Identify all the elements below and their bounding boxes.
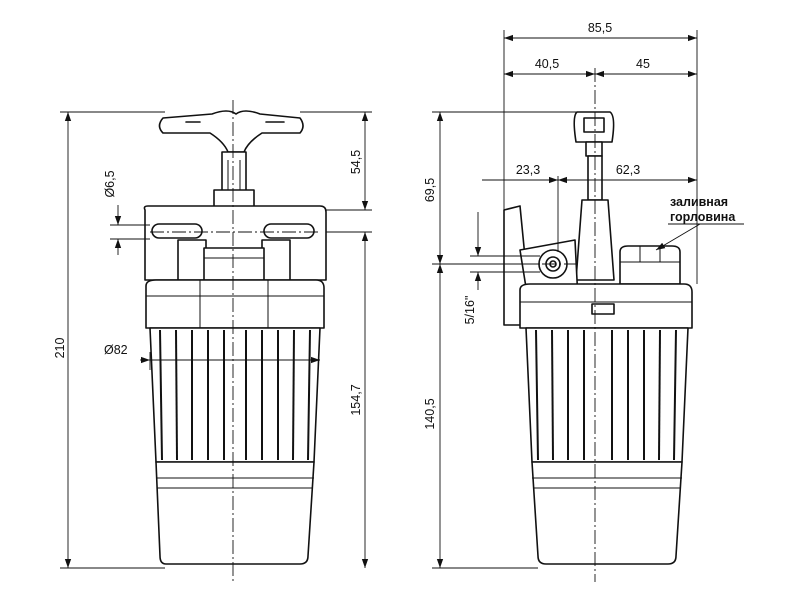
dim-body-height: 154,7 [349, 384, 363, 415]
dim-left-part: 40,5 [535, 57, 559, 71]
dim-offset-left: 23,3 [516, 163, 540, 177]
reservoir-cap [145, 279, 325, 329]
body-ribs [159, 329, 311, 461]
dim-upper-height: 69,5 [423, 178, 437, 202]
side-dimensions: 85,5 40,5 45 23,3 62,3 69,5 140,5 5/16" … [423, 21, 744, 569]
side-view [503, 68, 693, 582]
mounting-slot-left [151, 223, 203, 239]
side-reservoir-bottom [531, 461, 683, 565]
dim-offset-right: 62,3 [616, 163, 640, 177]
dim-total-height: 210 [53, 338, 67, 359]
side-reservoir-body [525, 327, 689, 463]
dim-thread: 5/16" [463, 296, 477, 325]
dim-body-diameter: Ø82 [104, 343, 128, 357]
reservoir-bottom [155, 461, 315, 565]
dim-total-width: 85,5 [588, 21, 612, 35]
callout-line2: горловина [670, 210, 736, 224]
side-cap [519, 283, 693, 329]
mounting-slot-right [263, 223, 315, 239]
handle-head [573, 111, 615, 143]
pump-stem [221, 151, 247, 193]
t-handle [158, 110, 304, 153]
dim-lower-height: 140,5 [423, 398, 437, 429]
side-body-ribs [535, 329, 677, 461]
front-dimensions: 210 54,5 154,7 Ø6,5 Ø82 [53, 111, 372, 569]
dim-handle-height: 54,5 [349, 150, 363, 174]
dim-right-part: 45 [636, 57, 650, 71]
callout-leader [655, 223, 701, 251]
front-view [143, 100, 327, 582]
callout-line1: заливная [670, 195, 728, 209]
filler-neck [619, 245, 681, 285]
dim-hole-diameter: Ø6,5 [103, 170, 117, 197]
